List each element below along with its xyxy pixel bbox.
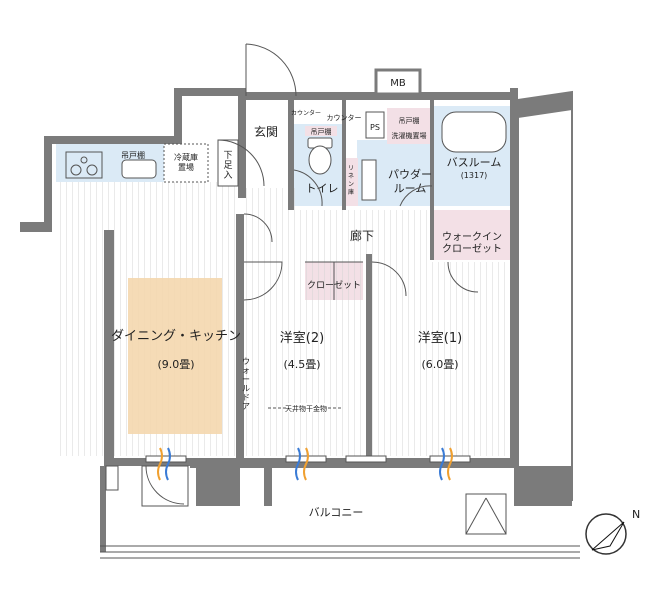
wash-basin: [361, 159, 377, 201]
balcony-column-left: [196, 466, 240, 506]
ps-label: PS: [370, 123, 380, 132]
toilet-shelf-area: [305, 126, 337, 136]
walkin-label: ウォークインクローゼット: [442, 231, 502, 255]
mb-label: MB: [390, 78, 406, 89]
western1-floor: [372, 262, 512, 456]
fridge-spot: [163, 143, 209, 183]
western2-size-label: (4.5畳): [283, 358, 320, 371]
shoe-box-label: 下足入: [223, 151, 232, 181]
dk-size-label: (9.0畳): [157, 358, 194, 371]
entrance-floor-lines: [244, 188, 296, 210]
bath-label: バスルーム: [447, 156, 502, 169]
toilet-label: トイレ: [306, 182, 339, 195]
hatch-icon: [465, 493, 507, 535]
closet-doors[interactable]: [305, 261, 363, 300]
washer-shelf-area: [387, 108, 431, 144]
counter-left-label: カウンター: [291, 109, 321, 117]
entrance-door[interactable]: [245, 43, 297, 97]
walkin-closet-area: [434, 210, 512, 260]
airflow-icon: [157, 447, 453, 481]
dk-label: ダイニング・キッチン: [111, 329, 241, 344]
bath-size-label: (1317): [461, 171, 488, 180]
window-sashes: [145, 455, 471, 463]
mb-box: [374, 68, 422, 96]
ps-box: [365, 111, 385, 139]
entrance-label: 玄関: [254, 124, 278, 139]
western2-label: 洋室(2): [280, 330, 324, 346]
kitchen-shelf-label: 吊戸棚: [121, 150, 145, 160]
counter-right-label: カウンター: [327, 113, 362, 122]
hall-label: 廊下: [350, 228, 374, 243]
toilet-shelf-label: 吊戸棚: [311, 127, 332, 136]
linen-label: リネン庫: [348, 165, 354, 196]
bathtub-icon: [441, 111, 507, 153]
dk-highlight: [128, 278, 222, 434]
outdoor-unit: [105, 465, 189, 507]
fridge-label: 冷蔵庫置場: [174, 152, 198, 172]
wall-door-label: ウォールドア: [242, 357, 250, 411]
western1-size-label: (6.0畳): [421, 358, 458, 371]
ceiling-hanger-label: 天井物干金物: [285, 404, 327, 413]
washer-shelf-label: 吊戸棚: [399, 116, 420, 125]
washer-label: 洗濯機置場: [392, 131, 427, 140]
balcony-column-right: [514, 466, 572, 506]
linen-area: [344, 158, 358, 206]
shoe-box: [217, 139, 239, 187]
balcony-label: バルコニー: [309, 506, 364, 519]
toilet-icon: [307, 137, 333, 175]
western1-label: 洋室(1): [418, 330, 462, 346]
stove-icon: [65, 151, 103, 179]
compass-n-label: N: [632, 508, 640, 521]
powder-label: パウダールーム: [388, 167, 432, 195]
hall-floor: [244, 210, 432, 262]
compass-icon: N: [585, 508, 640, 555]
door-swings[interactable]: [145, 139, 479, 505]
sink-icon: [121, 159, 157, 179]
closet-label: クローゼット: [307, 279, 361, 291]
corner-wall: [517, 90, 573, 501]
balcony-column-mid: [264, 466, 272, 506]
balcony-rail: [100, 545, 580, 559]
